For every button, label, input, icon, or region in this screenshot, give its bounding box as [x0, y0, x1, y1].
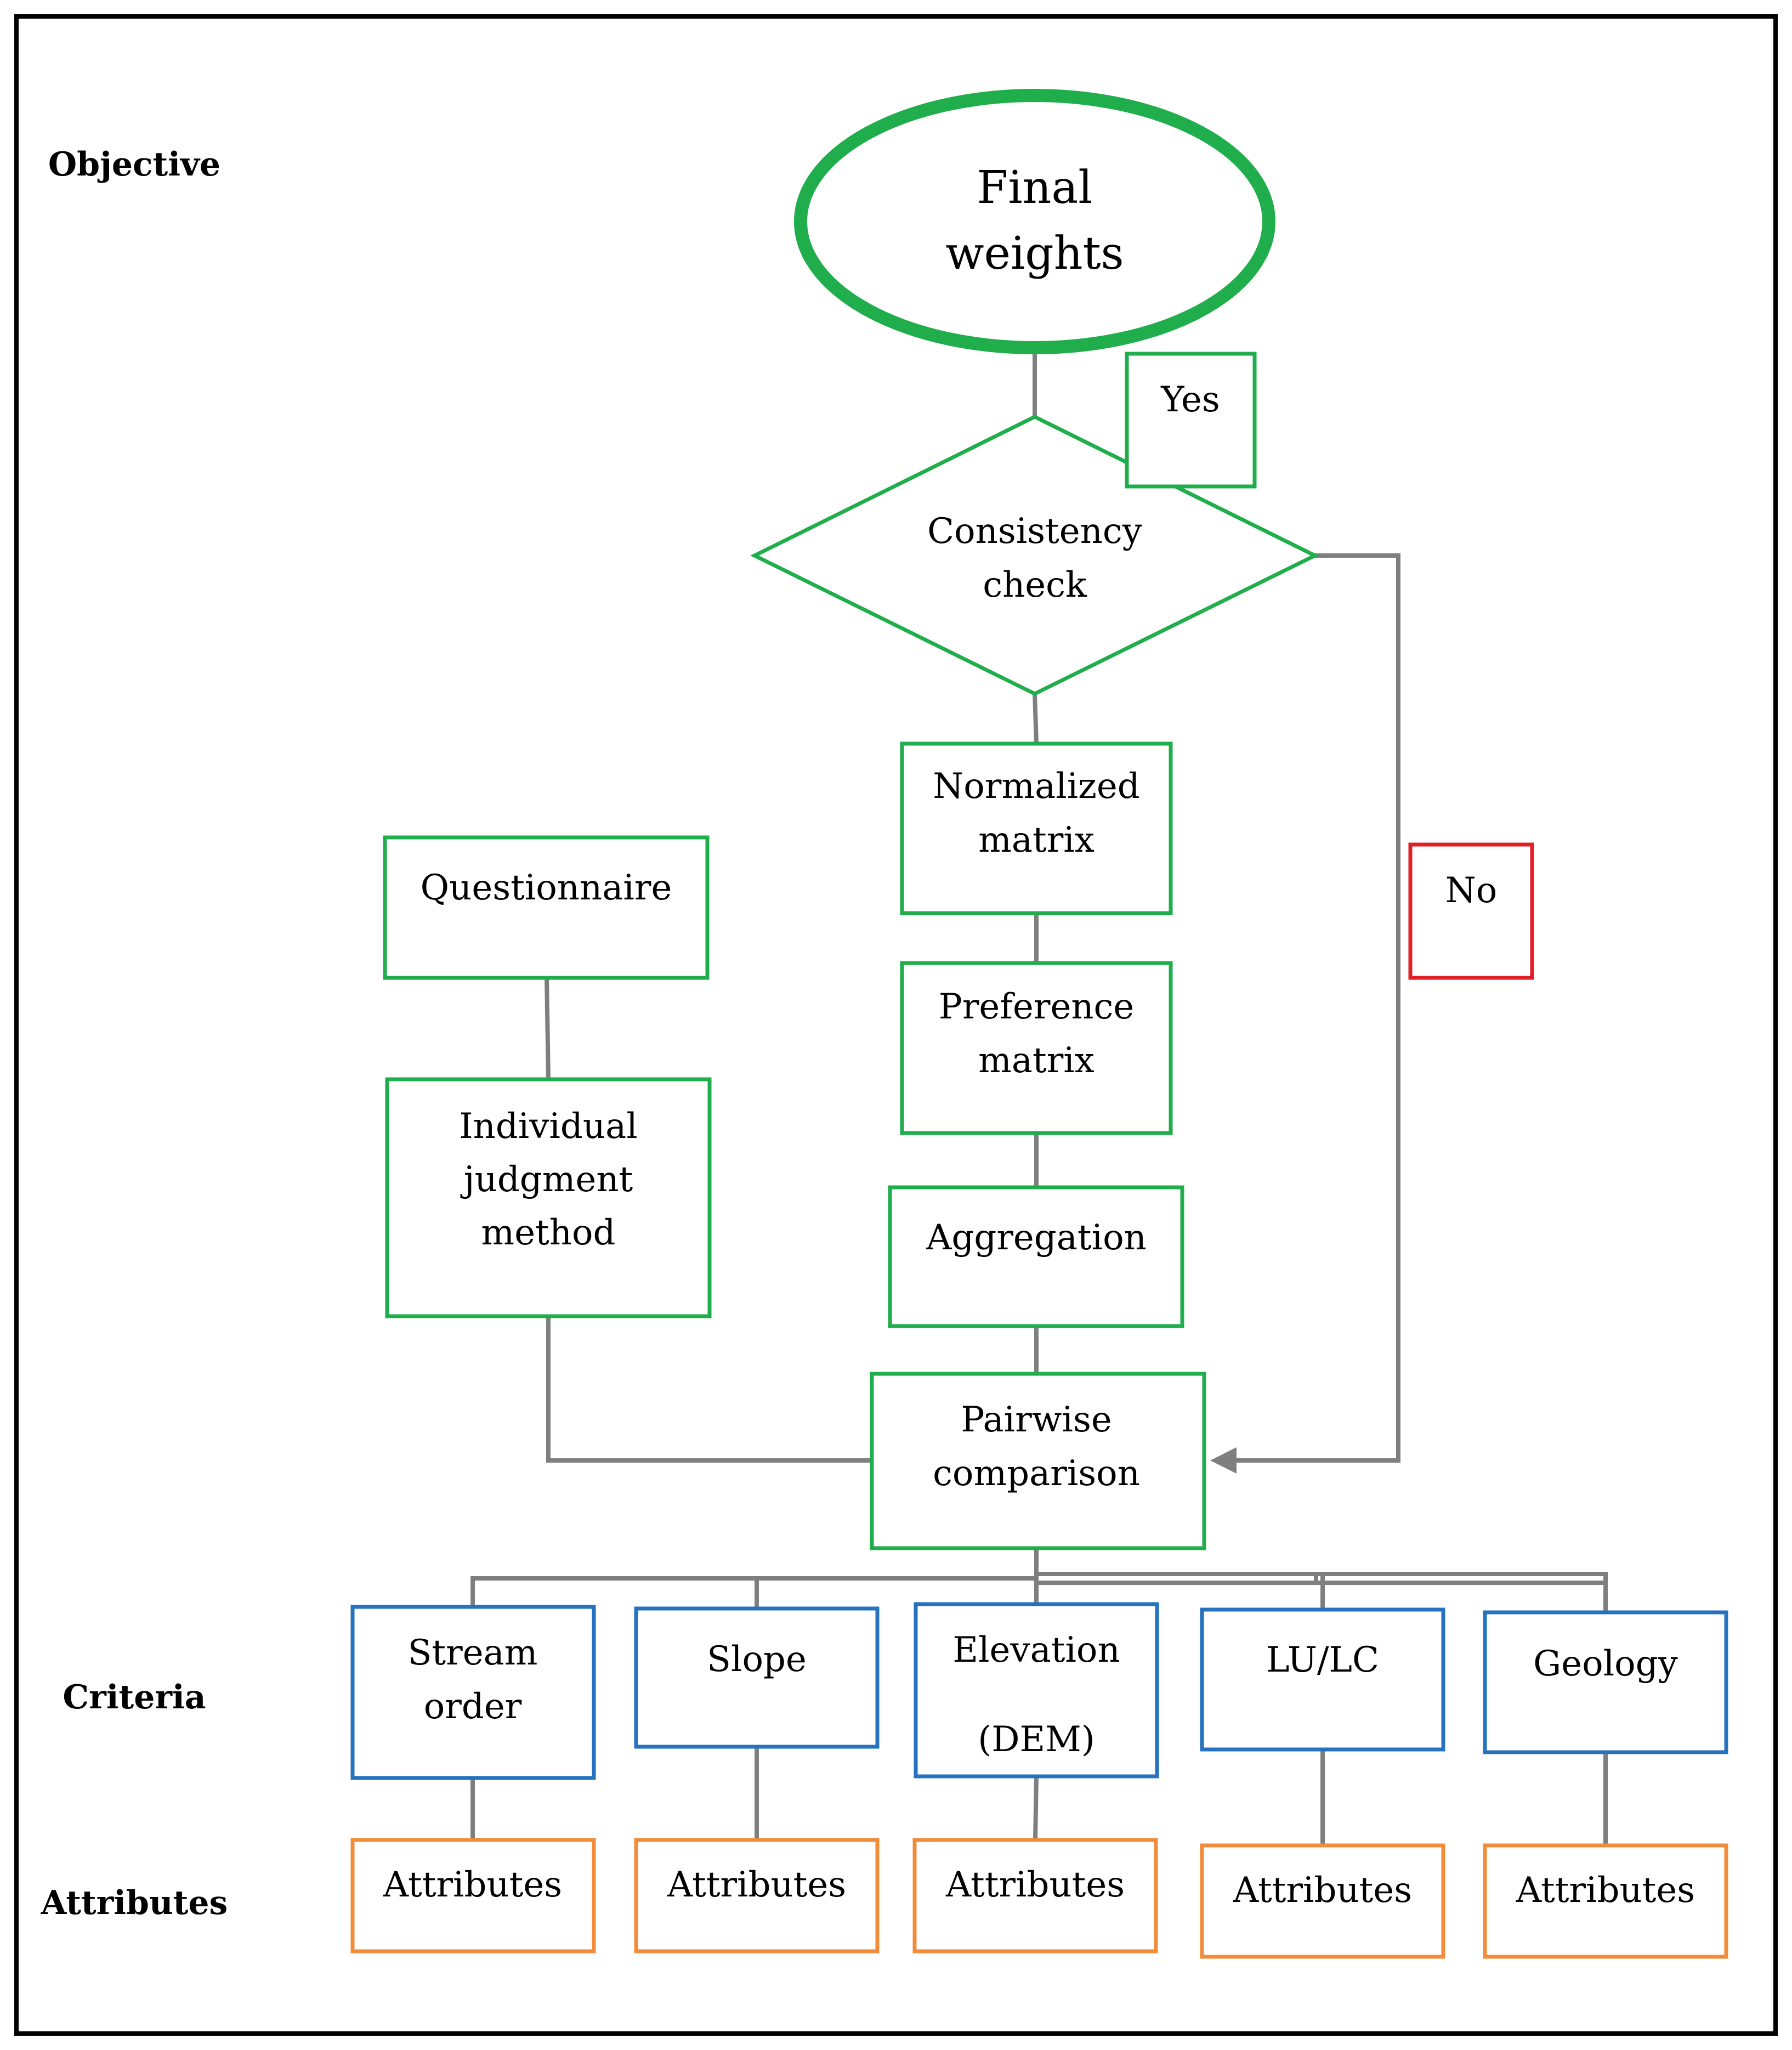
attribute-box [1483, 1843, 1728, 1959]
level-label-objective: Objective [48, 145, 220, 184]
consistency-check-label-line2: check [983, 565, 1087, 605]
attribute-label: Attributes [1516, 1870, 1695, 1911]
criterion-lulc: LU/LC [1200, 1607, 1445, 1752]
individual-judgment-box [385, 1077, 712, 1318]
attributes-row: Attributes Attributes Attributes Attribu… [350, 1838, 1728, 1959]
attribute-label: Attributes [1233, 1870, 1412, 1911]
criterion-label-line1: Stream [408, 1633, 538, 1673]
connector-elevation-to-attr [1033, 1776, 1039, 1841]
individual-judgment-label-line1: Individual [459, 1106, 637, 1147]
attribute-label: Attributes [667, 1865, 846, 1905]
criterion-box [914, 1602, 1159, 1779]
aggregation-node: Aggregation [888, 1185, 1184, 1328]
criterion-label-line1: Slope [707, 1639, 807, 1680]
consistency-check-label-line1: Consistency [927, 511, 1142, 552]
criteria-row: Stream order Slope Elevation (DEM) LU/LC… [350, 1602, 1728, 1780]
preference-matrix-label-line1: Preference [939, 987, 1135, 1027]
questionnaire-label: Questionnaire [421, 868, 672, 908]
no-node: No [1408, 842, 1534, 980]
attribute-box [350, 1838, 596, 1953]
yes-node: Yes [1125, 352, 1257, 489]
criterion-slope: Slope [634, 1606, 880, 1749]
pairwise-comparison-node: Pairwise comparison [870, 1372, 1206, 1550]
criterion-box [350, 1605, 596, 1780]
no-label: No [1445, 870, 1498, 911]
questionnaire-box [383, 835, 710, 980]
criterion-label-line1: Geology [1533, 1644, 1678, 1684]
final-weights-label-line2: weights [945, 228, 1124, 280]
criterion-box [1200, 1607, 1445, 1752]
normalized-matrix-label-line2: matrix [978, 820, 1095, 860]
consistency-check-diamond [750, 415, 1319, 696]
attribute-node: Attributes [634, 1838, 880, 1953]
attribute-label: Attributes [383, 1865, 562, 1905]
attribute-node: Attributes [1200, 1843, 1445, 1959]
pairwise-comparison-label-line1: Pairwise [961, 1400, 1112, 1440]
final-weights-label-line1: Final [977, 162, 1092, 214]
no-box [1408, 842, 1534, 980]
connector-questionnaire-to-individual [545, 977, 551, 1080]
criterion-geology: Geology [1483, 1610, 1728, 1754]
criterion-elevation: Elevation (DEM) [914, 1602, 1159, 1779]
preference-matrix-box [900, 961, 1173, 1135]
criterion-label-line2: (DEM) [978, 1719, 1095, 1760]
normalized-matrix-node: Normalized matrix [900, 741, 1173, 915]
attribute-node: Attributes [912, 1838, 1158, 1953]
attribute-node: Attributes [1483, 1843, 1728, 1959]
attribute-box [634, 1838, 880, 1953]
criterion-box [1483, 1610, 1728, 1754]
yes-label: Yes [1160, 380, 1220, 420]
aggregation-box [888, 1185, 1184, 1328]
criterion-label-line1: LU/LC [1266, 1640, 1379, 1680]
connectors [470, 350, 1608, 1845]
pairwise-comparison-label-line2: comparison [933, 1453, 1140, 1494]
criterion-stream-order: Stream order [350, 1605, 596, 1780]
pairwise-comparison-box [870, 1372, 1206, 1550]
criterion-label-line2: order [424, 1686, 522, 1727]
level-label-criteria: Criteria [63, 1678, 206, 1717]
criterion-label-line1: Elevation [952, 1630, 1120, 1670]
preference-matrix-node: Preference matrix [900, 961, 1173, 1135]
outer-frame [14, 14, 1778, 2036]
individual-judgment-node: Individual judgment method [385, 1077, 712, 1318]
connector-bus-lulc [1036, 1572, 1325, 1610]
attribute-box [1200, 1843, 1445, 1959]
individual-judgment-label-line3: method [481, 1213, 616, 1253]
normalized-matrix-label-line1: Normalized [933, 766, 1139, 807]
connector-no-loop-arrow [1210, 553, 1400, 1474]
connector-bus-left [470, 1576, 1036, 1607]
individual-judgment-label-line2: judgment [460, 1159, 633, 1200]
questionnaire-node: Questionnaire [383, 835, 710, 980]
normalized-matrix-box [900, 741, 1173, 915]
connector-bus-geology [1322, 1572, 1608, 1612]
consistency-check-node: Consistency check [750, 415, 1319, 696]
aggregation-label: Aggregation [926, 1217, 1147, 1258]
final-weights-node: Final weights [794, 89, 1275, 354]
attribute-box [912, 1838, 1158, 1953]
yes-box [1125, 352, 1257, 489]
level-label-attributes: Attributes [41, 1884, 228, 1922]
final-weights-ellipse [794, 89, 1275, 354]
attribute-node: Attributes [350, 1838, 596, 1953]
connector-check-to-normalized [1033, 693, 1039, 744]
preference-matrix-label-line2: matrix [978, 1040, 1095, 1081]
criterion-box [634, 1606, 880, 1749]
connector-individual-to-pairwise [546, 1316, 872, 1463]
attribute-label: Attributes [945, 1865, 1125, 1905]
